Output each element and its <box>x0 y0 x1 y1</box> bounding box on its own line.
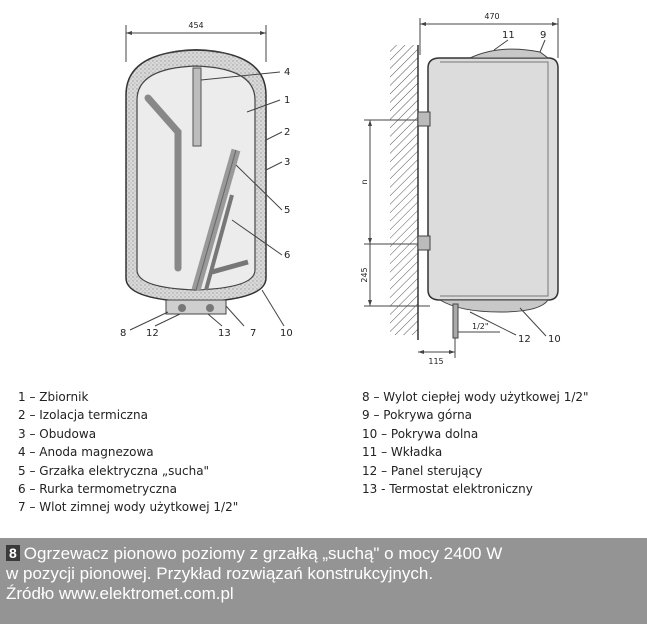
legend-item: 8 – Wylot ciepłej wody użytkowej 1/2" <box>362 390 589 404</box>
caption-line-2: w pozycji pionowej. Przykład rozwiązań k… <box>6 564 434 583</box>
legend-item: 11 – Wkładka <box>362 445 443 460</box>
side-view: 470 n 245 <box>360 12 561 366</box>
callout-3: 3 <box>284 157 290 168</box>
callout-2: 2 <box>284 127 290 138</box>
callout-8: 8 <box>120 328 126 339</box>
heater-body <box>427 57 559 301</box>
legend: 1 – Zbiornik 2 – Izolacja termiczna 3 – … <box>0 388 647 536</box>
legend-item: 1 – Zbiornik <box>18 390 89 404</box>
legend-left-column: 1 – Zbiornik 2 – Izolacja termiczna 3 – … <box>18 388 238 517</box>
side-width-dimension: 470 <box>484 12 499 21</box>
height-dimension-upper: n <box>360 179 369 184</box>
legend-item: 9 – Pokrywa górna <box>362 408 473 423</box>
legend-item: 5 – Grzałka elektryczna „sucha" <box>18 463 210 478</box>
anode <box>192 67 202 147</box>
legend-item: 10 – Pokrywa dolna <box>362 426 479 441</box>
legend-item: 7 – Wlot zimnej wody użytkowej 1/2" <box>18 500 239 515</box>
height-dimension-lower: 245 <box>360 267 369 282</box>
depth-dimension: 115 <box>428 357 443 366</box>
legend-item: 6 – Rurka termometryczna <box>18 481 178 496</box>
control-panel <box>165 299 227 315</box>
callout-7: 7 <box>250 328 256 339</box>
callout-12: 12 <box>146 328 159 339</box>
technical-drawing: 454 <box>120 12 561 366</box>
front-callouts-right: 4 1 2 3 5 6 <box>200 67 290 261</box>
pipe-dimension: 1/2" <box>472 322 489 331</box>
front-view: 454 <box>120 21 293 339</box>
callout-10-side: 10 <box>548 334 561 345</box>
caption-source: Źródło www.elektromet.com.pl <box>6 584 234 603</box>
legend-item: 3 – Obudowa <box>18 426 97 441</box>
legend-item: 2 – Izolacja termiczna <box>18 408 148 423</box>
bracket-top <box>417 111 431 127</box>
caption-line-1: Ogrzewacz pionowo poziomy z grzałką „suc… <box>23 544 503 563</box>
callout-6: 6 <box>284 250 290 261</box>
legend-right-column: 8 – Wylot ciepłej wody użytkowej 1/2" 9 … <box>362 388 589 498</box>
heater-diagram: 454 <box>120 12 561 366</box>
callout-10: 10 <box>280 328 293 339</box>
bracket-bottom <box>417 235 431 251</box>
top-cover <box>469 48 550 59</box>
callout-9: 9 <box>540 30 546 41</box>
front-width-dimension: 454 <box>188 21 203 30</box>
legend-item: 4 – Anoda magnezowa <box>18 445 154 460</box>
callout-12-side: 12 <box>518 334 531 345</box>
hot-water-tube <box>144 94 182 272</box>
callout-13: 13 <box>218 328 231 339</box>
wall <box>390 45 418 335</box>
pipe <box>452 303 459 339</box>
callout-4: 4 <box>284 67 290 78</box>
callout-5: 5 <box>284 205 290 216</box>
callout-1: 1 <box>284 95 290 106</box>
legend-item: 13 - Termostat elektroniczny <box>362 481 533 496</box>
figure-number-badge: 8 <box>6 545 20 561</box>
thermometric-tube <box>204 194 234 291</box>
front-callouts-bottom: 8 12 13 7 10 <box>120 289 293 339</box>
legend-item: 12 – Panel sterujący <box>362 463 483 478</box>
callout-11: 11 <box>502 30 515 41</box>
